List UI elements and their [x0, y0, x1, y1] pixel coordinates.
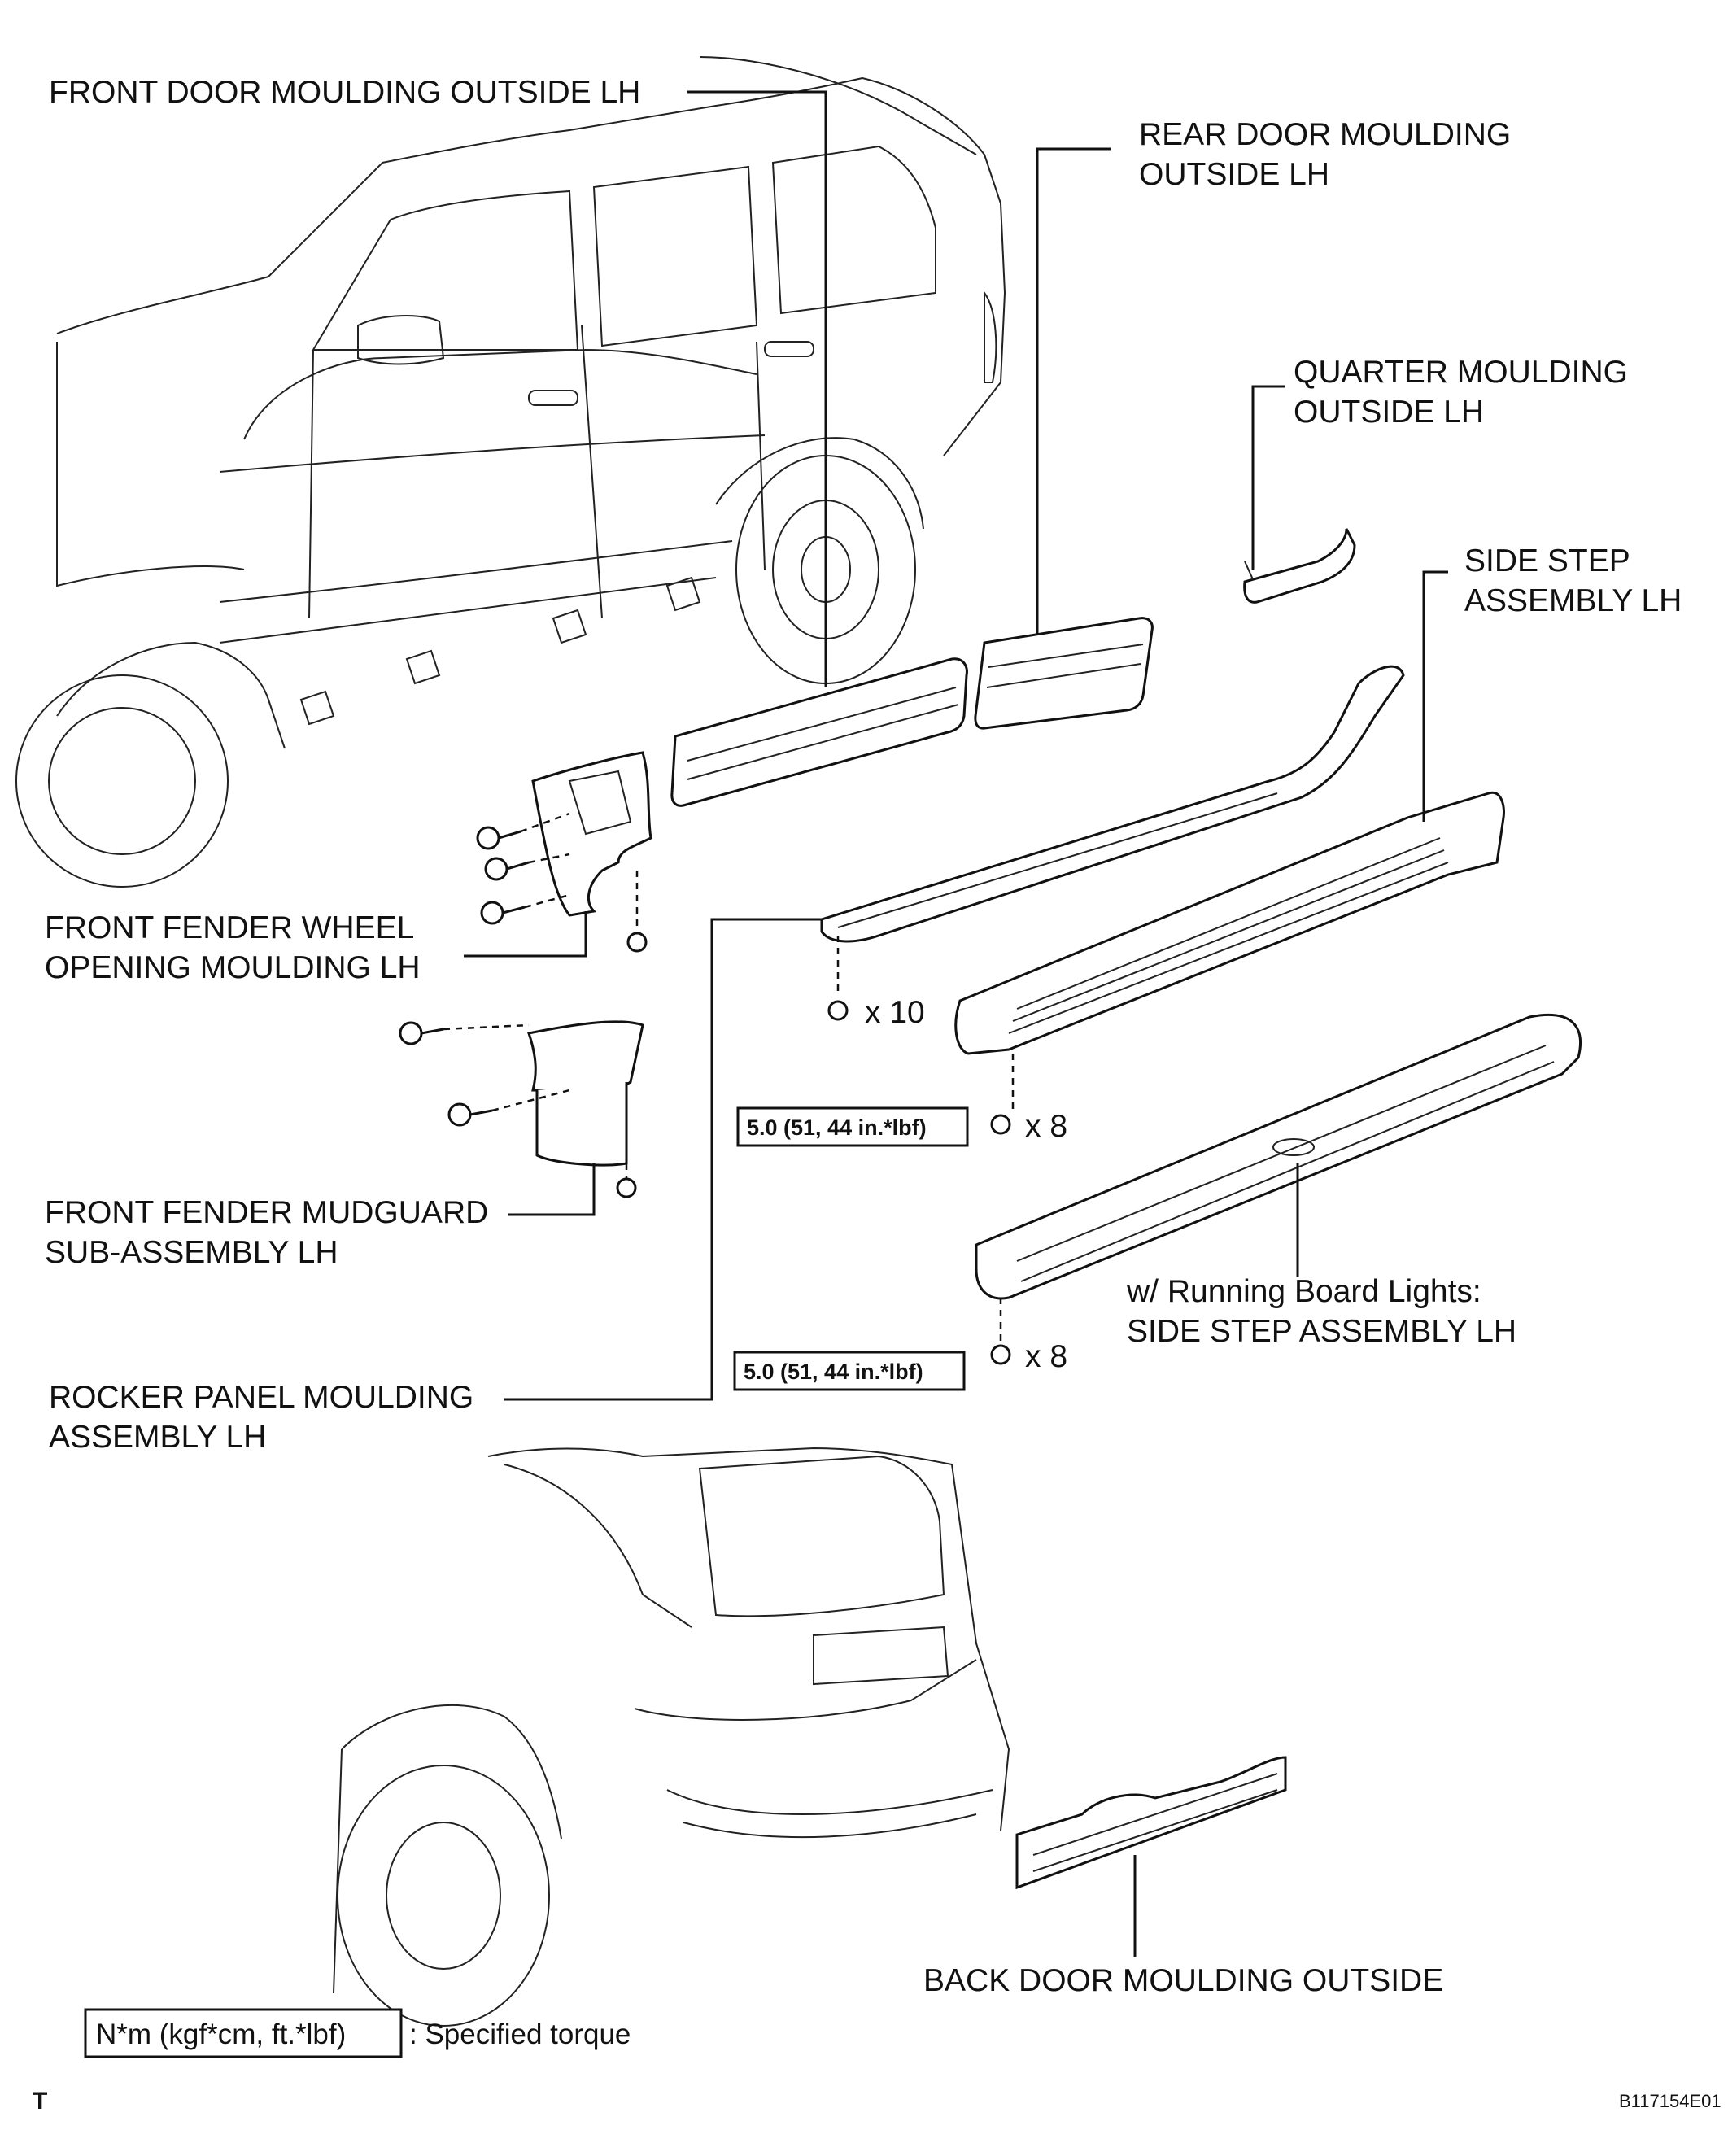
front-fender-mudguard-part	[527, 1020, 644, 1093]
label-running-board-line2: SIDE STEP ASSEMBLY LH	[1127, 1314, 1516, 1349]
leader-front-door	[687, 90, 827, 687]
label-quarter-moulding-line1: QUARTER MOULDING	[1294, 355, 1628, 390]
bolt-group-fender	[476, 812, 648, 953]
legend-description: : Specified torque	[409, 2019, 631, 2050]
label-front-door-moulding: FRONT DOOR MOULDING OUTSIDE LH	[49, 75, 640, 110]
leader-quarter	[1251, 385, 1285, 570]
qty-side-step-bolts: x 8	[1025, 1109, 1067, 1144]
figure-code: B117154E01	[1619, 2091, 1721, 2111]
leader-rocker	[504, 918, 822, 1401]
leader-rear-door	[1036, 147, 1111, 635]
vehicle-rear-illustration	[333, 1447, 1010, 2027]
side-step-bolt-group	[990, 1054, 1015, 1135]
label-mudguard-line2: SUB-ASSEMBLY LH	[45, 1235, 338, 1270]
corner-mark: T	[33, 2088, 47, 2115]
label-rocker-panel-line2: ASSEMBLY LH	[49, 1420, 266, 1455]
quarter-moulding-part	[1243, 528, 1356, 604]
front-fender-wheel-opening-part	[531, 751, 652, 917]
legend-box-text: N*m (kgf*cm, ft.*lbf)	[96, 2019, 346, 2050]
rocker-panel-moulding-part	[820, 665, 1405, 943]
torque-box-running-board	[733, 1351, 966, 1391]
label-back-door-moulding: BACK DOOR MOULDING OUTSIDE	[923, 1963, 1443, 1998]
front-door-moulding-part	[670, 657, 968, 807]
leader-side-step	[1422, 570, 1448, 822]
torque-side-step: 5.0 (51, 44 in.*lbf)	[747, 1115, 927, 1140]
label-mudguard-line1: FRONT FENDER MUDGUARD	[45, 1195, 488, 1230]
label-running-board-line1: w/ Running Board Lights:	[1126, 1274, 1481, 1309]
rocker-clip-group	[827, 936, 849, 1021]
legend-torque-box	[84, 2008, 403, 2058]
bolt-group-mudguard	[399, 1021, 637, 1198]
label-rear-door-moulding-line2: OUTSIDE LH	[1139, 157, 1329, 192]
label-wheel-opening-line1: FRONT FENDER WHEEL	[45, 910, 414, 945]
qty-running-board-bolts: x 8	[1025, 1339, 1067, 1374]
torque-box-side-step	[736, 1106, 969, 1147]
torque-running-board: 5.0 (51, 44 in.*lbf)	[744, 1360, 923, 1384]
leader-wheel-opening	[464, 911, 587, 958]
label-side-step-line1: SIDE STEP	[1464, 543, 1630, 578]
rear-door-moulding-part	[974, 617, 1154, 730]
back-door-moulding-part	[1015, 1756, 1287, 1890]
label-side-step-line2: ASSEMBLY LH	[1464, 583, 1682, 618]
label-rear-door-moulding-line1: REAR DOOR MOULDING	[1139, 117, 1511, 152]
running-board-side-step-part	[975, 1013, 1582, 1300]
vehicle-side-illustration	[15, 56, 1006, 888]
running-board-bolt-group	[990, 1298, 1011, 1365]
label-wheel-opening-line2: OPENING MOULDING LH	[45, 950, 421, 985]
qty-rocker-clips: x 10	[865, 995, 925, 1030]
label-quarter-moulding-line2: OUTSIDE LH	[1294, 395, 1484, 430]
label-rocker-panel-line1: ROCKER PANEL MOULDING	[49, 1380, 473, 1415]
leader-mudguard	[508, 1163, 596, 1216]
